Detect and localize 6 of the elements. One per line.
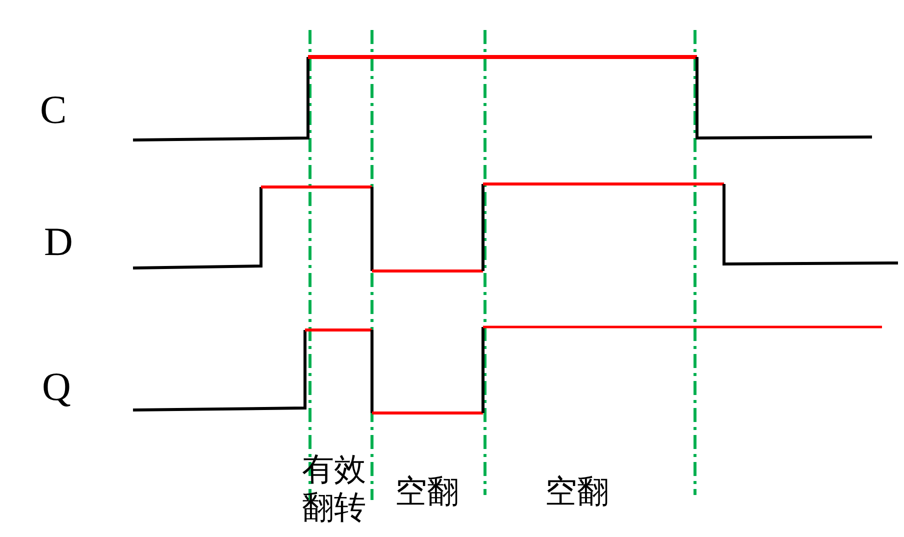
signal-name: C: [40, 90, 67, 130]
signal-name: D: [44, 222, 73, 262]
signal-name: Q: [42, 367, 71, 407]
timing-note: 空翻: [395, 472, 460, 510]
timing-note: 有效翻转: [302, 450, 367, 527]
timing-note: 空翻: [545, 472, 610, 510]
